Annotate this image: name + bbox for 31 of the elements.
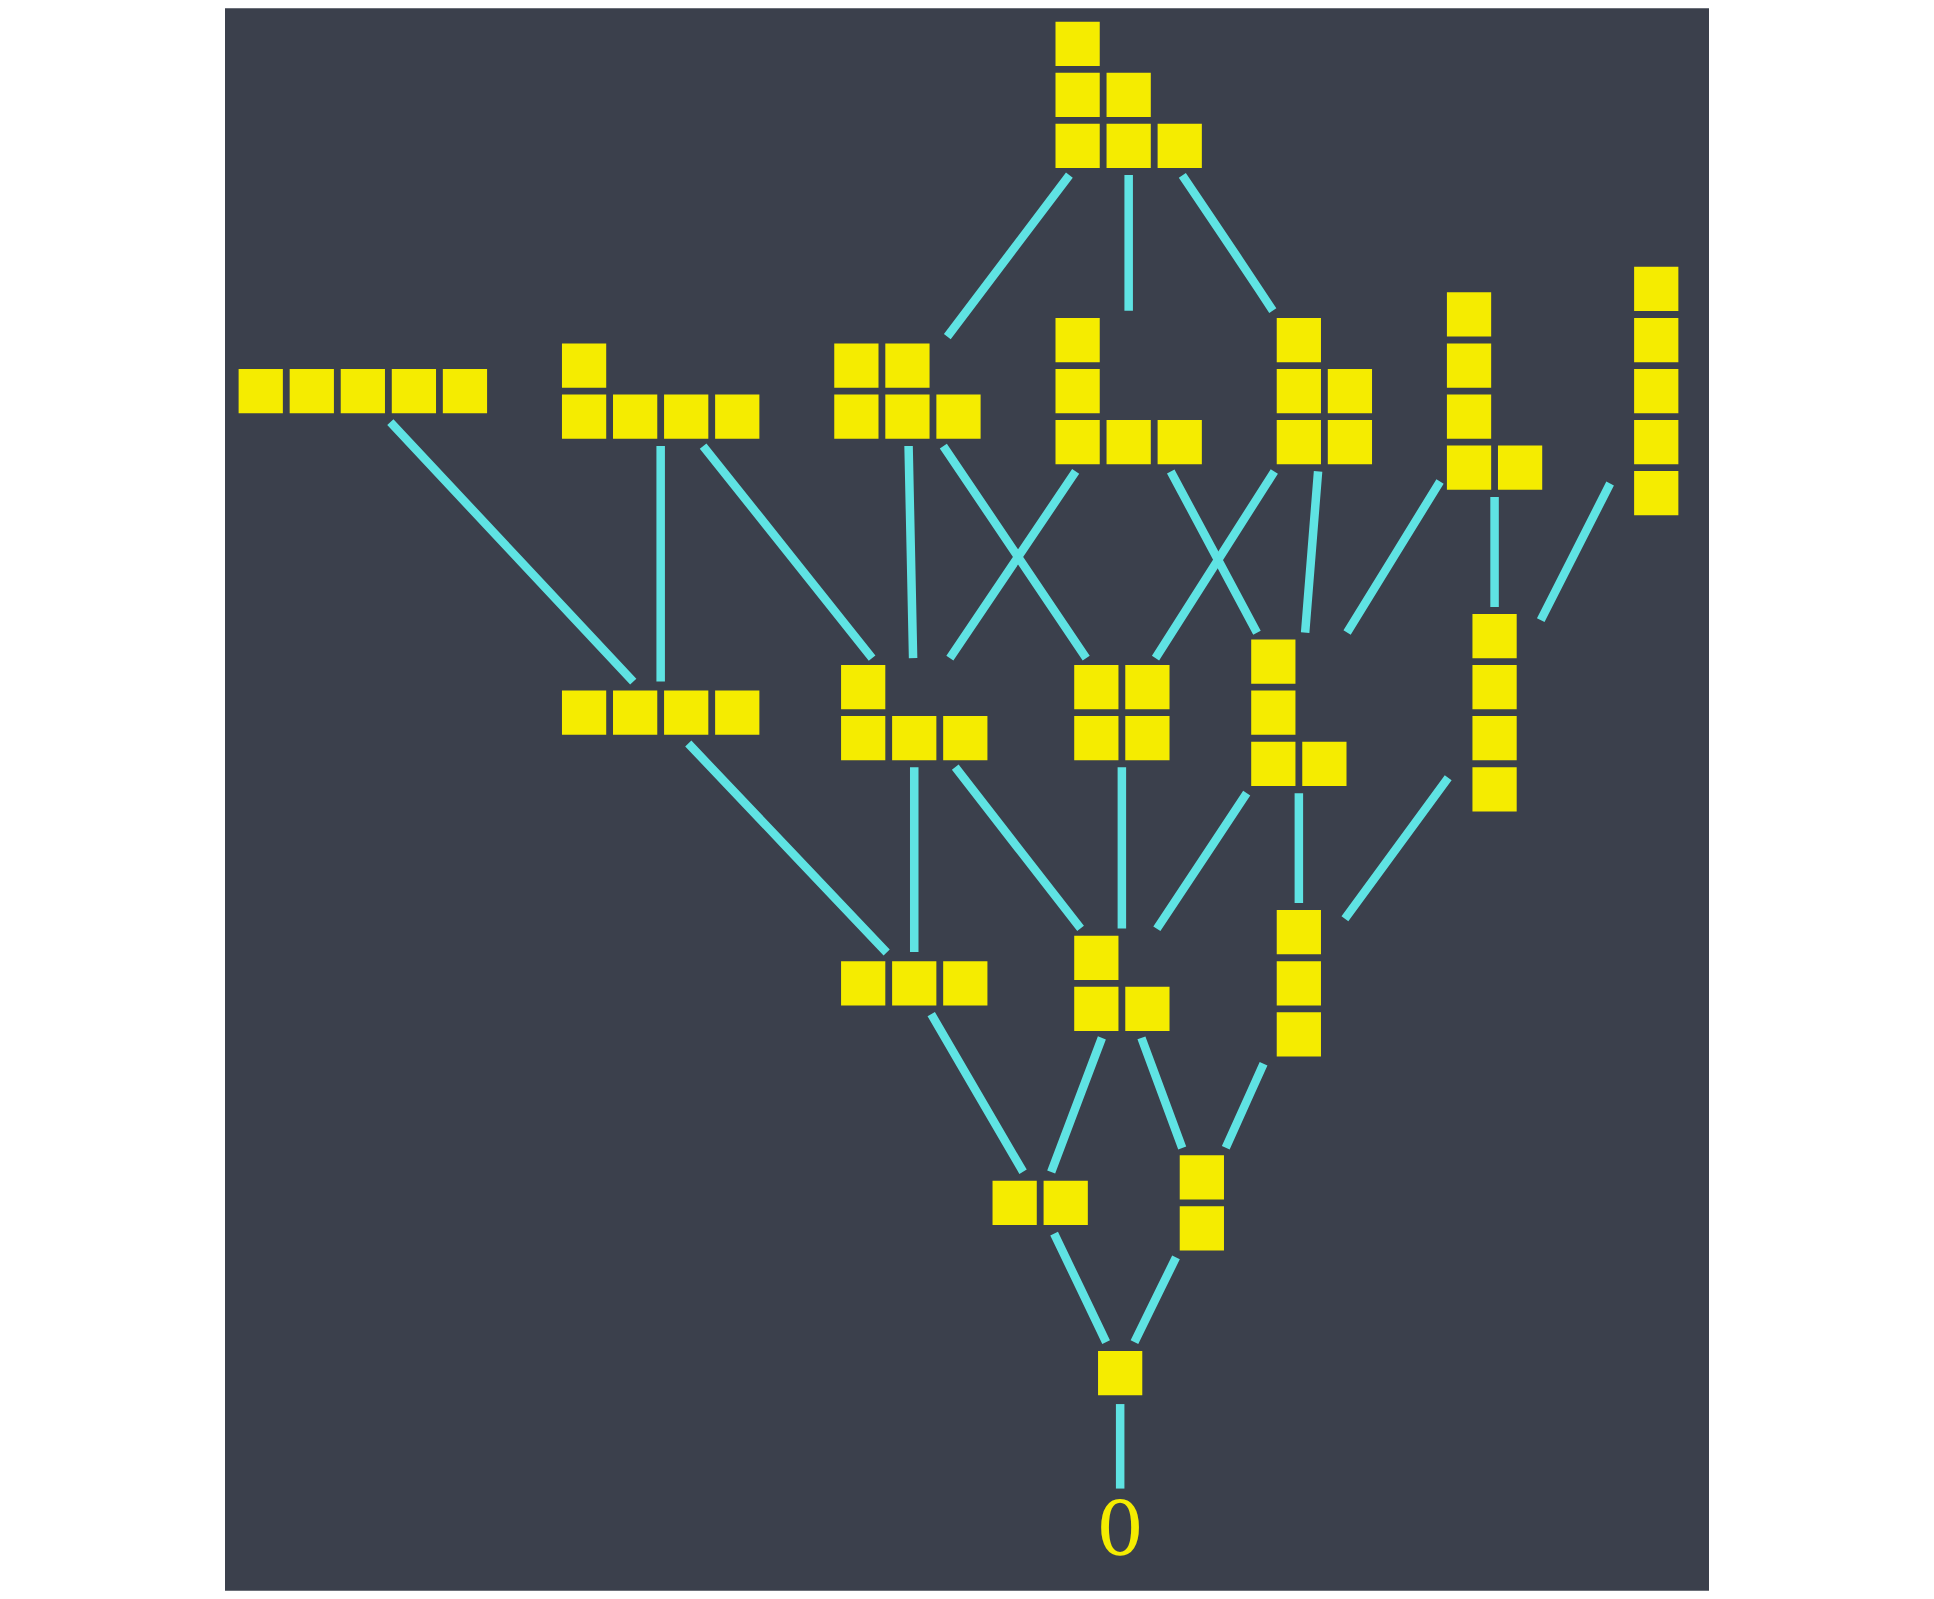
node-box: [1098, 1350, 1143, 1396]
connector: [1137, 1036, 1187, 1150]
connector: [939, 443, 1090, 661]
connector: [1536, 481, 1614, 623]
connector: [1050, 1231, 1110, 1344]
node-text: 0: [1096, 1485, 1144, 1574]
connector: [1221, 1061, 1268, 1150]
connector: [943, 172, 1073, 340]
connector: [699, 443, 876, 661]
connector: [1343, 479, 1444, 635]
connector: [946, 469, 1080, 661]
connector: [1117, 767, 1127, 929]
connector: [387, 419, 637, 685]
connector: [927, 1012, 1027, 1174]
connector: [1115, 1404, 1125, 1489]
connector: [1124, 175, 1133, 311]
connector: [1294, 793, 1304, 903]
connector: [1167, 469, 1261, 635]
connector: [1341, 775, 1452, 922]
connector: [1178, 173, 1277, 313]
connector: [1490, 496, 1499, 608]
connector: [656, 446, 665, 682]
connector: [1153, 790, 1251, 932]
connector: [1300, 471, 1323, 634]
connector: [904, 445, 918, 659]
connector: [1130, 1255, 1180, 1345]
connector: [1047, 1036, 1106, 1174]
connector: [685, 740, 890, 956]
connector: [951, 764, 1084, 932]
connector: [1151, 469, 1278, 661]
connector: [910, 767, 919, 953]
